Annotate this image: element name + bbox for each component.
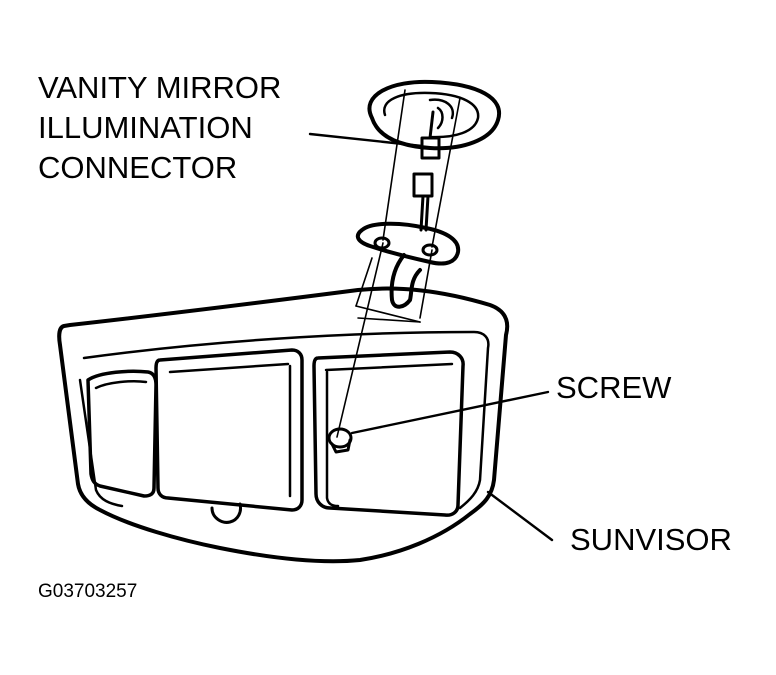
sunvisor-label: SUNVISOR [570,522,732,557]
screw-head [327,427,353,454]
sunvisor-body [57,286,510,564]
connector-label-line2: ILLUMINATION [38,110,253,145]
screw-label: SCREW [556,370,672,405]
connector-label-line3: CONNECTOR [38,150,237,185]
figure-code: G03703257 [38,581,137,602]
connector-label-line1: VANITY MIRROR [38,70,281,105]
pivot-bracket [355,221,461,309]
leader-lines [308,132,554,542]
illumination-connector [412,110,441,232]
assembly-guide-lines [336,89,461,438]
